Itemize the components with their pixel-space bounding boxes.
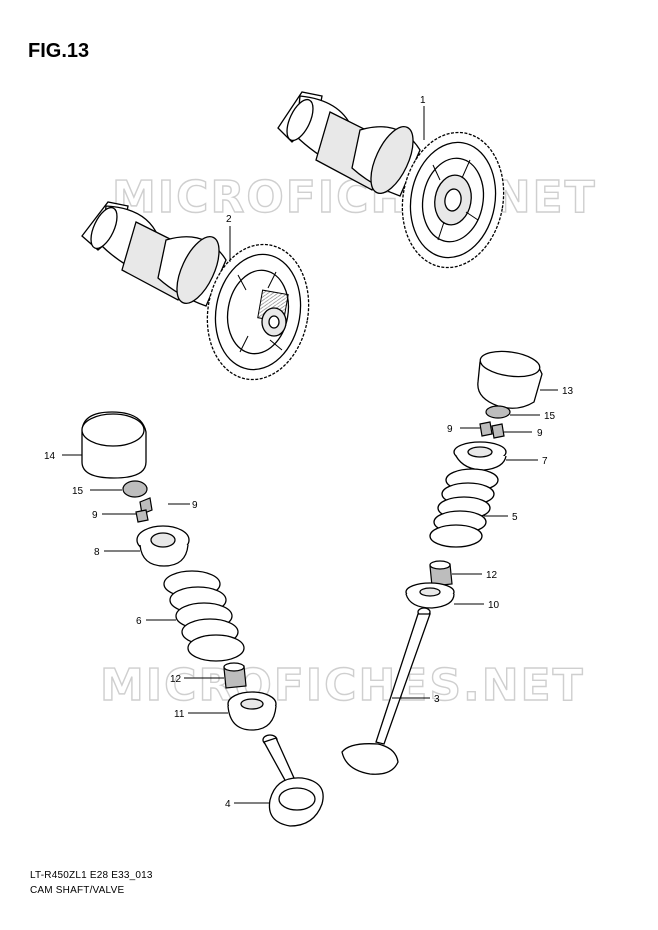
callout-12-b: 12 <box>486 570 498 581</box>
callout-12-a: 12 <box>170 674 182 685</box>
spring-retainer-right <box>453 441 507 471</box>
valve-seal-left <box>223 662 247 689</box>
camshaft-lower <box>81 201 310 381</box>
callout-9-c: 9 <box>447 424 453 435</box>
callout-3: 3 <box>434 694 440 705</box>
callout-6: 6 <box>136 616 142 627</box>
spring-retainer-left <box>136 525 190 567</box>
figure-name: CAM SHAFT/VALVE <box>30 885 125 896</box>
callout-8: 8 <box>94 547 100 558</box>
camshaft-upper <box>277 91 505 269</box>
callout-4: 4 <box>225 799 231 810</box>
leader-lines <box>62 106 558 804</box>
cotter-left-b <box>135 509 149 523</box>
callout-14: 14 <box>44 451 56 462</box>
callout-5: 5 <box>512 512 518 523</box>
callout-2: 2 <box>226 214 232 225</box>
valve-seal-right <box>429 560 453 587</box>
valve-left <box>262 734 324 827</box>
callout-15-a: 15 <box>72 486 84 497</box>
callout-7: 7 <box>542 456 548 467</box>
shim-left <box>122 480 148 498</box>
figure-code: LT-R450ZL1 E28 E33_013 <box>30 870 153 881</box>
valve-tappet-right <box>477 350 543 409</box>
callout-11: 11 <box>174 709 185 720</box>
callout-10: 10 <box>488 600 500 611</box>
spring-seat-left <box>227 691 277 731</box>
callout-9-b: 9 <box>92 510 98 521</box>
cotter-right-b <box>491 423 505 439</box>
callout-9-d: 9 <box>537 428 543 439</box>
cotter-right-a <box>479 421 493 437</box>
shim-right <box>485 405 511 419</box>
callout-9-a: 9 <box>192 500 198 511</box>
valve-spring-right <box>429 468 499 548</box>
callout-15-b: 15 <box>544 411 556 422</box>
valve-spring-left <box>163 570 245 662</box>
callout-13: 13 <box>562 386 574 397</box>
callout-1: 1 <box>420 95 426 106</box>
valve-right <box>341 607 431 775</box>
figure-title: FIG.13 <box>28 40 90 62</box>
watermark-bottom: MICROFICHES.NET <box>100 660 585 711</box>
callout-labels: 1 2 3 4 5 6 7 8 9 9 9 9 10 11 12 12 13 1… <box>44 95 574 810</box>
valve-tappet-left <box>81 411 147 479</box>
spring-seat-right <box>405 582 455 609</box>
